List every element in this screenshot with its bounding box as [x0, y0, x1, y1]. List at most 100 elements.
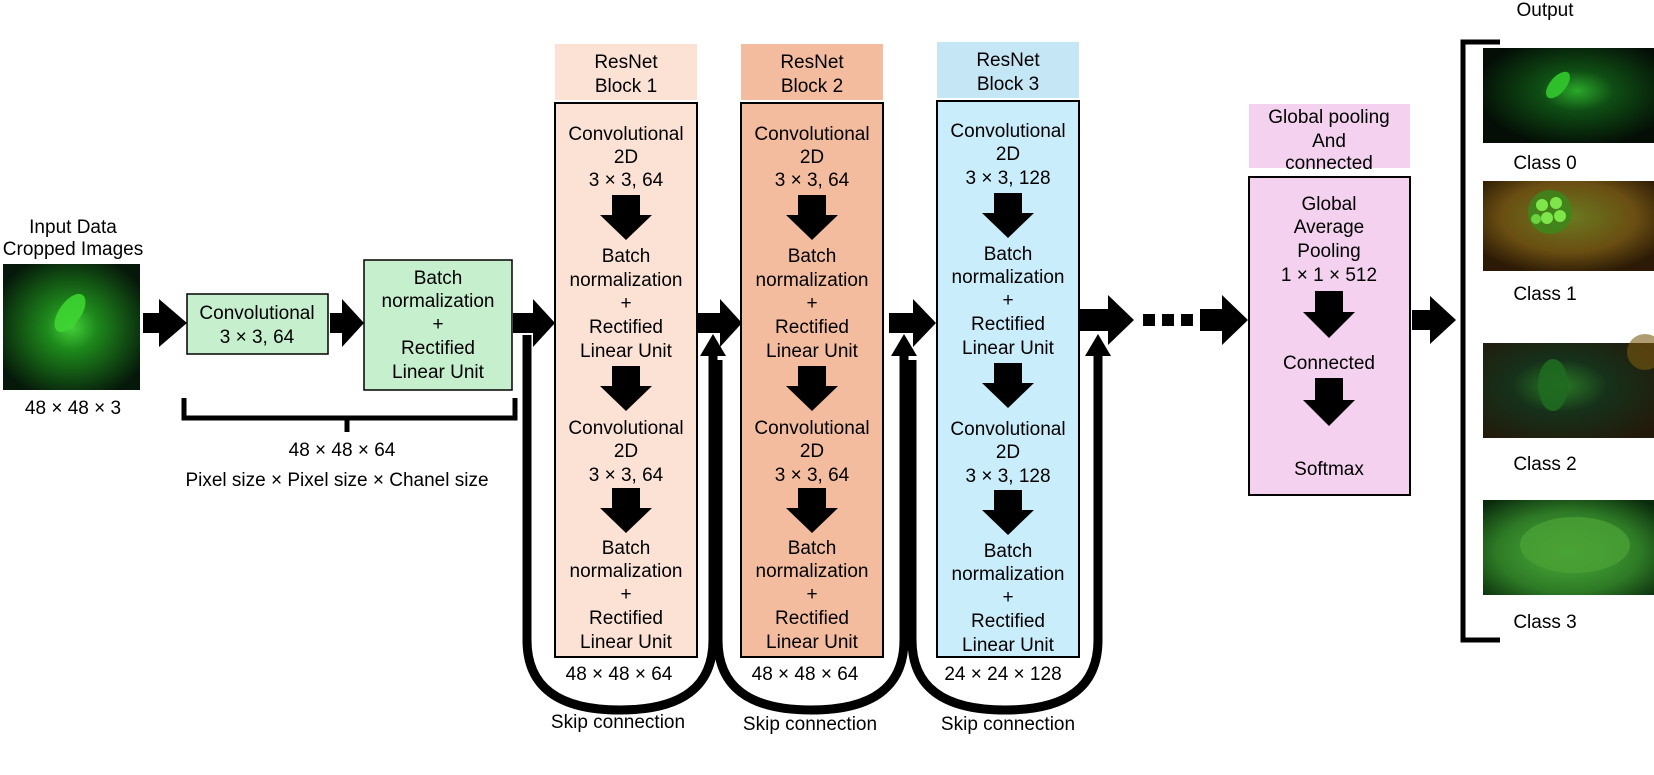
global-connected: Connected: [1283, 353, 1375, 374]
block2-title-line1: ResNet: [780, 52, 844, 73]
block3-l2-d: Rectified: [971, 314, 1045, 335]
block2-arrow-2: [786, 366, 838, 411]
block1-l2-a: Batch: [602, 246, 651, 267]
block2-l2-c: +: [806, 293, 817, 314]
block3-skip-label: Skip connection: [941, 714, 1075, 735]
bn-box-line1: Batch: [414, 268, 463, 289]
block2-l4-d: Rectified: [775, 608, 849, 629]
block3-l4-c: +: [1002, 587, 1013, 608]
block2-l2-e: Linear Unit: [766, 341, 859, 362]
bracket-dims: 48 × 48 × 64: [289, 440, 396, 461]
block2-l4-e: Linear Unit: [766, 632, 859, 653]
block1-title-line2: Block 1: [595, 76, 657, 97]
global-arrow-1: [1303, 291, 1355, 338]
block1-dims: 48 × 48 × 64: [566, 664, 673, 685]
global-title-bg: [1249, 104, 1410, 168]
block2-arrow-3: [786, 488, 838, 533]
block2-l2-d: Rectified: [775, 317, 849, 338]
block1-l4-b: normalization: [570, 561, 683, 582]
block2-title-bg: [741, 44, 883, 100]
block2-l3-a: Convolutional: [754, 418, 869, 439]
class1-image: [1483, 181, 1654, 271]
block1-arrow-2: [600, 366, 652, 411]
block2-l1-c: 3 × 3, 64: [775, 170, 850, 191]
block2-skip-label: Skip connection: [743, 714, 877, 735]
input-title-line1: Input Data: [29, 217, 117, 238]
block1-l3-a: Convolutional: [568, 418, 683, 439]
class0-image: [1483, 48, 1654, 143]
block3-title-line1: ResNet: [976, 50, 1040, 71]
block3-l4-b: normalization: [952, 564, 1065, 585]
bn-box-line4: Rectified: [401, 338, 475, 359]
bn-box-line2: normalization: [382, 291, 495, 312]
conv-box: [186, 293, 329, 355]
block2-l3-b: 2D: [800, 441, 824, 462]
block3-title-line2: Block 3: [977, 74, 1039, 95]
block2-title-line2: Block 2: [781, 76, 843, 97]
block2-l1-b: 2D: [800, 147, 824, 168]
block1-arrow-1: [600, 195, 652, 240]
class2-label: Class 2: [1513, 454, 1576, 475]
arrow-block1-to-block2: [698, 299, 742, 347]
block2-dims: 48 × 48 × 64: [752, 664, 859, 685]
global-title-line2: And: [1312, 131, 1346, 152]
block1-l3-b: 2D: [614, 441, 638, 462]
block1-l1-c: 3 × 3, 64: [589, 170, 664, 191]
block2-arrow-1: [786, 195, 838, 240]
block2-skip-arrowhead: [891, 334, 917, 356]
class1-label: Class 1: [1513, 284, 1576, 305]
block3-l2-a: Batch: [984, 244, 1033, 265]
global-title-line1: Global pooling: [1268, 107, 1389, 128]
block1-l1-a: Convolutional: [568, 124, 683, 145]
output-bracket: [1460, 39, 1500, 643]
block1-arrow-3: [600, 488, 652, 533]
arrow-to-global: [1200, 295, 1248, 345]
output-title: Output: [1516, 0, 1574, 21]
global-arrow-2: [1303, 378, 1355, 426]
input-dims: 48 × 48 × 3: [25, 398, 121, 419]
block1-l4-a: Batch: [602, 538, 651, 559]
block1-l4-e: Linear Unit: [580, 632, 673, 653]
class0-label: Class 0: [1513, 153, 1576, 174]
block3-dims: 24 × 24 × 128: [944, 664, 1061, 685]
block1-skip-connection: [522, 335, 718, 715]
class3-label: Class 3: [1513, 612, 1576, 633]
arrow-input-to-conv: [143, 299, 187, 347]
block3-l4-e: Linear Unit: [962, 635, 1055, 656]
block2-l4-b: normalization: [756, 561, 869, 582]
block3-l4-a: Batch: [984, 541, 1033, 562]
conv-box-line1: Convolutional: [199, 303, 314, 324]
bn-box-line5: Linear Unit: [392, 362, 485, 383]
block3-arrow-3: [982, 490, 1034, 535]
class2-image: [1483, 334, 1654, 438]
block3-l2-e: Linear Unit: [962, 338, 1055, 359]
global-pool-line4: 1 × 1 × 512: [1281, 265, 1377, 286]
dims-bracket: [181, 398, 518, 432]
bracket-axes: Pixel size × Pixel size × Chanel size: [185, 470, 488, 491]
block3-arrow-2: [982, 363, 1034, 408]
arrow-bn-to-block1: [513, 299, 555, 347]
block1-title-bg: [555, 44, 697, 100]
global-pool-line3: Pooling: [1297, 241, 1360, 262]
block3-l3-b: 2D: [996, 442, 1020, 463]
block3-arrow-1: [982, 193, 1034, 238]
block1-l1-b: 2D: [614, 147, 638, 168]
block2-l2-a: Batch: [788, 246, 837, 267]
block3-title-bg: [937, 42, 1079, 98]
block2-skip-connection: [713, 355, 909, 715]
block1-l2-d: Rectified: [589, 317, 663, 338]
block3-l1-a: Convolutional: [950, 121, 1065, 142]
block1-title-line1: ResNet: [594, 52, 658, 73]
global-title-line3: connected: [1285, 153, 1373, 174]
block3-skip-arrowhead: [1085, 334, 1111, 356]
block3-l1-b: 2D: [996, 144, 1020, 165]
block3-l2-b: normalization: [952, 267, 1065, 288]
block1-l2-c: +: [620, 293, 631, 314]
arrow-block3-out: [1080, 295, 1134, 345]
block3-l3-a: Convolutional: [950, 419, 1065, 440]
block1-l4-c: +: [620, 584, 631, 605]
block2-l4-c: +: [806, 584, 817, 605]
input-cell-image: [3, 264, 140, 390]
global-pool-line2: Average: [1294, 217, 1364, 238]
